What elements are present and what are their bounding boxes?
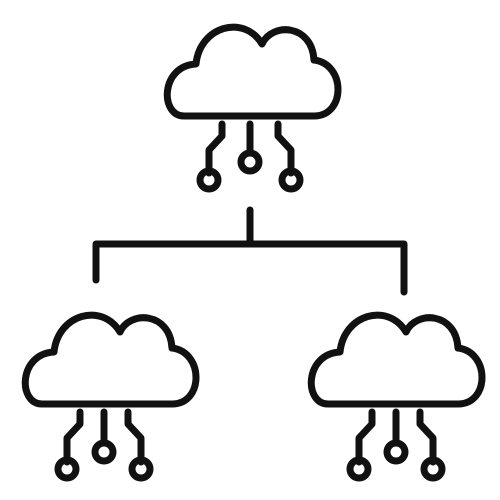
top-cloud-connector-right xyxy=(274,120,295,177)
bottom-right-cloud-connector-left xyxy=(355,408,376,466)
top-cloud-node-dot-right xyxy=(278,167,304,193)
bottom-right-cloud-icon xyxy=(307,311,486,408)
bottom-right-cloud-node-dot-right xyxy=(420,456,446,482)
bottom-left-cloud-node-dot-left xyxy=(54,456,80,482)
top-cloud-node-dot-middle xyxy=(237,149,263,175)
bottom-right-cloud-connector-right xyxy=(416,408,437,466)
bottom-right-cloud-node xyxy=(307,311,486,482)
top-cloud-connector-left xyxy=(205,120,226,177)
hierarchy-connector-lines xyxy=(92,206,408,296)
bottom-left-cloud-connector-left xyxy=(63,408,84,466)
top-cloud-icon xyxy=(163,23,342,120)
bottom-left-cloud-node-dot-middle xyxy=(91,439,117,465)
bottom-left-cloud-connector-right xyxy=(124,408,145,466)
bottom-left-cloud-node-dot-right xyxy=(128,456,154,482)
top-cloud-node-dot-left xyxy=(196,167,222,193)
top-cloud-node xyxy=(163,23,342,193)
bottom-right-cloud-node-dot-left xyxy=(346,456,372,482)
bottom-right-cloud-node-dot-middle xyxy=(383,439,409,465)
bottom-left-cloud-node xyxy=(21,311,200,482)
bottom-left-cloud-icon xyxy=(21,311,200,408)
